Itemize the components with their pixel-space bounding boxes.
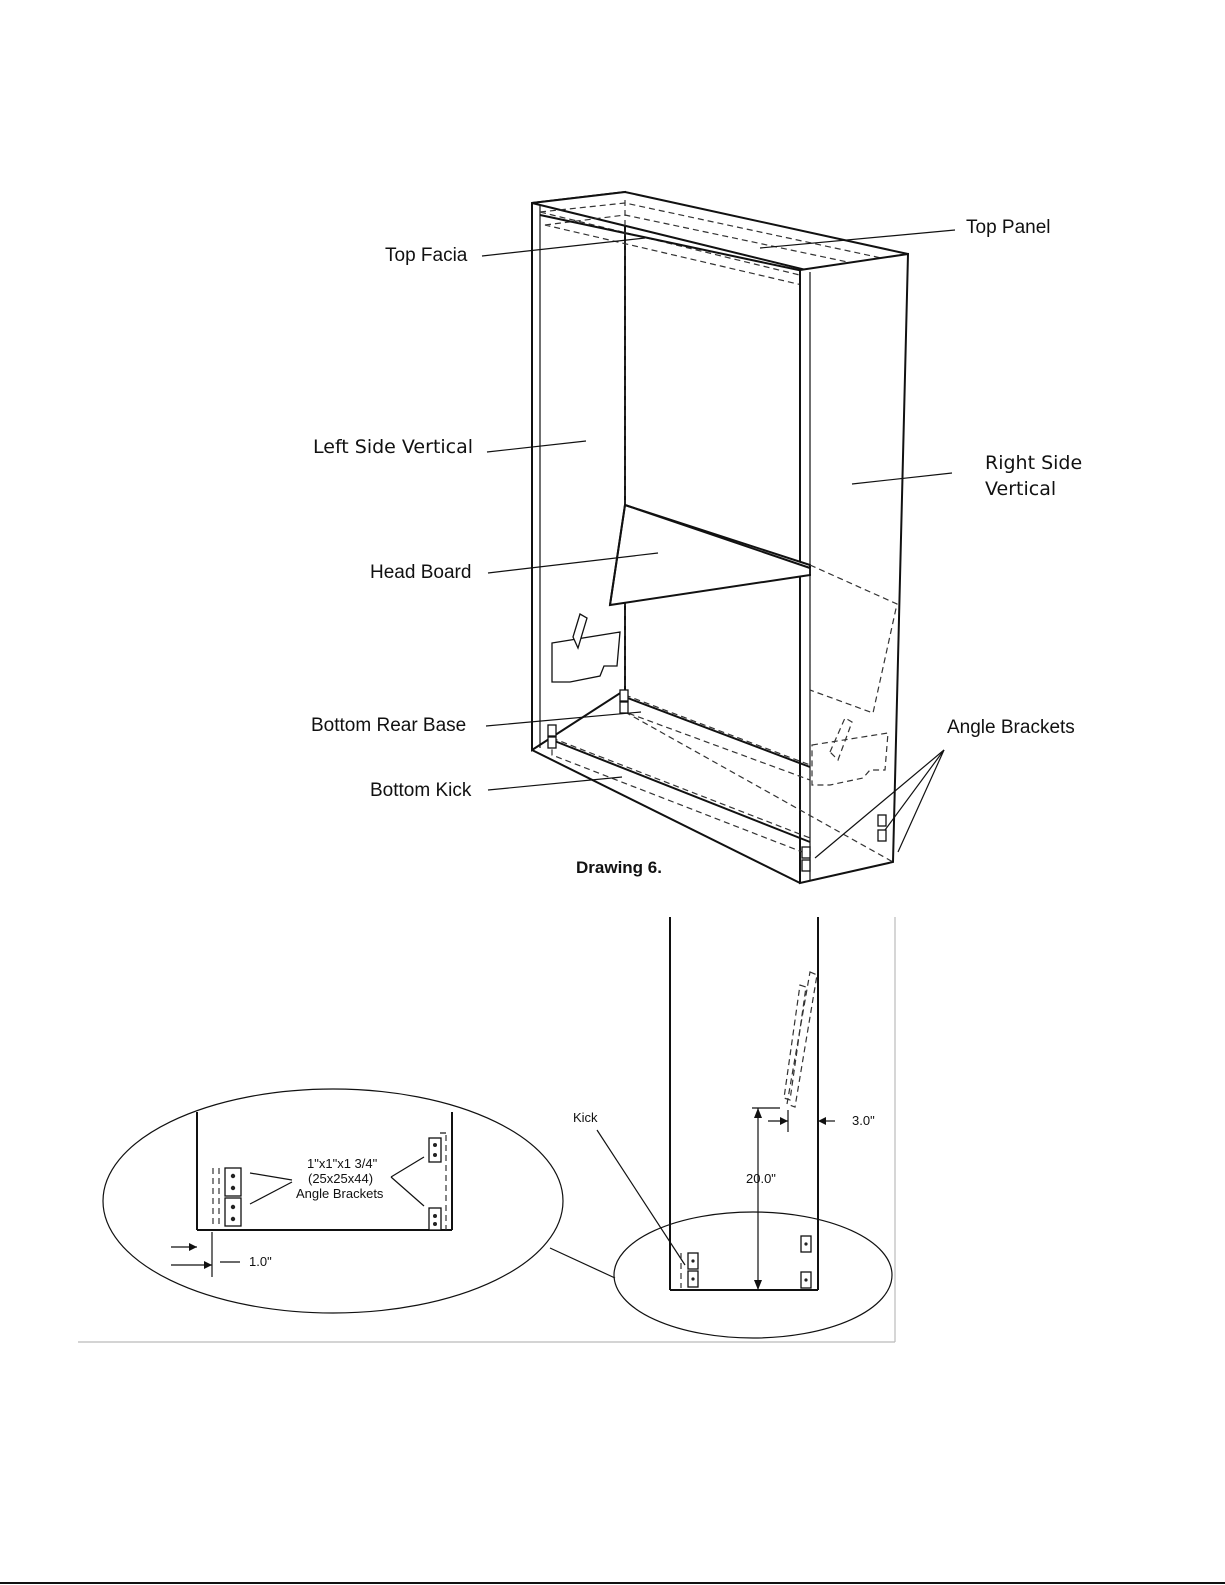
angle-brackets-label: Angle Brackets <box>947 717 1075 738</box>
inset-dimension-label: 1.0" <box>249 1254 272 1269</box>
bottom-kick-label: Bottom Kick <box>370 780 472 801</box>
kick-label: Kick <box>573 1110 598 1125</box>
head-board-label: Head Board <box>370 562 471 583</box>
top-panel-label: Top Panel <box>966 217 1051 238</box>
top-facia-label: Top Facia <box>385 245 468 266</box>
drawing-caption: Drawing 6. <box>576 858 662 877</box>
right-side-panel <box>800 254 908 883</box>
offset-dimension-label: 3.0" <box>852 1113 875 1128</box>
height-dimension-label: 20.0" <box>746 1171 776 1186</box>
detail-callout-large <box>103 1089 563 1313</box>
bottom-rear-base-label: Bottom Rear Base <box>311 715 466 736</box>
label-bottom-kick: Bottom Kick <box>370 777 622 801</box>
label-bottom-rear-base: Bottom Rear Base <box>311 712 641 736</box>
right-side-vertical-label-1: Right Side <box>985 452 1082 474</box>
left-side-vertical-label: Left Side Vertical <box>313 436 473 458</box>
right-side-vertical-label-2: Vertical <box>985 478 1056 500</box>
bracket-size-line2: (25x25x44) <box>308 1171 373 1186</box>
cabinet-isometric <box>532 192 908 883</box>
detail-callout-small <box>614 1212 892 1338</box>
side-view-detail: 20.0" 3.0" Kick <box>78 917 895 1342</box>
enlarged-bracket-detail: 1"x1"x1 3/4" (25x25x44) Angle Brackets 1… <box>103 1089 563 1313</box>
bracket-size-line1: 1"x1"x1 3/4" <box>307 1156 378 1171</box>
bracket-size-line3: Angle Brackets <box>296 1186 384 1201</box>
